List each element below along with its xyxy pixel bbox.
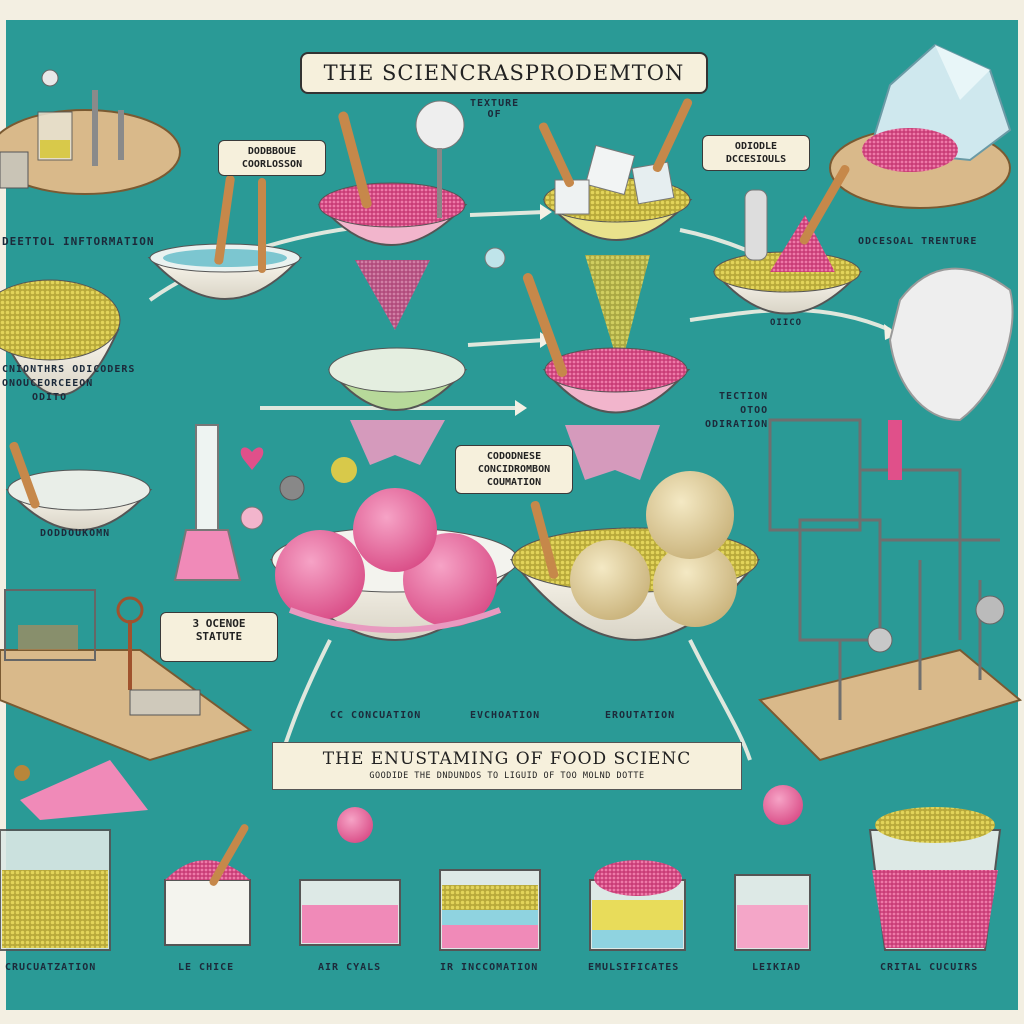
arrow-label-2: EVCHOATION [470, 710, 541, 721]
bottom-label-3: AIR CYALS [318, 962, 382, 973]
right-mid-label-line-2: OTOO [740, 405, 769, 416]
cup-3 [439, 869, 541, 951]
ice-cream-scoop-icon [269, 488, 521, 641]
right-top-label: ODIODLE DCCESIOULS [702, 135, 810, 171]
stature-label-line-2: STATUTE [195, 630, 243, 643]
mid-label-line-1: CODODNESE [486, 451, 542, 462]
bowl-icon [147, 175, 303, 300]
arrow-label-1: CC CONCUATION [330, 710, 422, 721]
cup-1 [164, 824, 251, 946]
texture-note-line-2: OF [487, 109, 502, 120]
sphere-pink [240, 506, 264, 530]
sphere-yellow [331, 457, 357, 483]
cooking-label-line-2: COORLOSSON [241, 159, 303, 170]
sphere-grey [279, 475, 305, 501]
bowl-tag: OIICO [770, 318, 803, 328]
bottom-label-1: CRUCUATZATION [5, 962, 97, 973]
left-bowl-2-label: DODDOUKOMN [40, 528, 111, 539]
bottom-label-6: LEIKIAD [752, 962, 802, 973]
right-mid-label-line-3: ODIRATION [705, 419, 769, 430]
right-top-label-line-1: ODIODLE [734, 141, 778, 152]
bottom-label-4: IR INCCOMATION [440, 962, 539, 973]
left-bowl-label-line-3: ODITO [32, 392, 68, 403]
stature-label: 3 OCENOE STATUTE [160, 612, 278, 662]
cup-5 [734, 785, 811, 951]
funnel-bowl-green [327, 347, 468, 465]
bowl-icon [712, 164, 863, 315]
banner-sub: GOODIDE THE DNDUNDOS TO LIGUID OF TOO MO… [369, 771, 645, 781]
right-mid-label: TECTION OTOO ODIRATION [705, 390, 768, 432]
ice-crystal-icon [829, 43, 1012, 209]
cup-6 [868, 807, 1002, 951]
bottom-label-7: CRITAL CUCUIRS [880, 962, 979, 973]
bowl-icon [5, 441, 153, 531]
bottom-label-5: EMULSIFICATES [588, 962, 680, 973]
cooking-label-line-1: DODBBOUE [247, 146, 297, 157]
ice-cream-scoop-icon [509, 471, 761, 641]
lab-table-top-left [0, 69, 181, 195]
label-right-texture: ODCESOAL TRENTURE [858, 236, 978, 247]
cooking-label: DODBBOUE COORLOSSON [218, 140, 326, 176]
mid-label-line-3: COUMATION [486, 477, 542, 488]
heart-icon [240, 447, 264, 470]
test-tube-icon [173, 424, 242, 581]
machine-icon [0, 589, 253, 762]
funnel-bowl-pink-yellow [522, 273, 691, 480]
funnel-bowl-yellow [538, 98, 693, 370]
subtitle-banner: THE ENUSTAMING OF FOOD SCIENC GOODIDE TH… [272, 742, 742, 790]
cup-4 [589, 860, 686, 951]
left-bowl-label-line-2: ONOUCEORCEEON [2, 378, 94, 389]
stature-label-line-1: 3 OCENOE [192, 617, 246, 630]
texture-note: TEXTURE OF [470, 98, 519, 120]
cup-2 [299, 807, 401, 946]
right-top-label-line-2: DCCESIOULS [725, 154, 787, 165]
banner-main: THE ENUSTAMING OF FOOD SCIENC [322, 749, 692, 769]
mid-label-line-2: CONCIDROMBON [477, 464, 551, 475]
left-bowl-label-line-1: CNIONTHRS ODICODERS [2, 364, 136, 375]
mid-label: CODODNESE CONCIDROMBON COUMATION [455, 445, 573, 494]
arrow-label-3: EROUTATION [605, 710, 676, 721]
right-mid-label-line-1: TECTION [719, 391, 769, 402]
funnel-bowl-pink [317, 100, 468, 330]
bowl-icon [0, 279, 121, 396]
page-title: THE SCIENCRASPRODEMTON [300, 52, 708, 94]
bottom-label-2: LE CHICE [178, 962, 235, 973]
label-top-left: DEETTOL INFTORMATION [2, 235, 155, 248]
left-bowl-label: CNIONTHRS ODICODERS ONOUCEORCEEON ODITO [2, 363, 135, 405]
cup-pour [0, 760, 148, 951]
texture-note-line-1: TEXTURE [470, 98, 520, 109]
machine-icon [758, 267, 1023, 762]
